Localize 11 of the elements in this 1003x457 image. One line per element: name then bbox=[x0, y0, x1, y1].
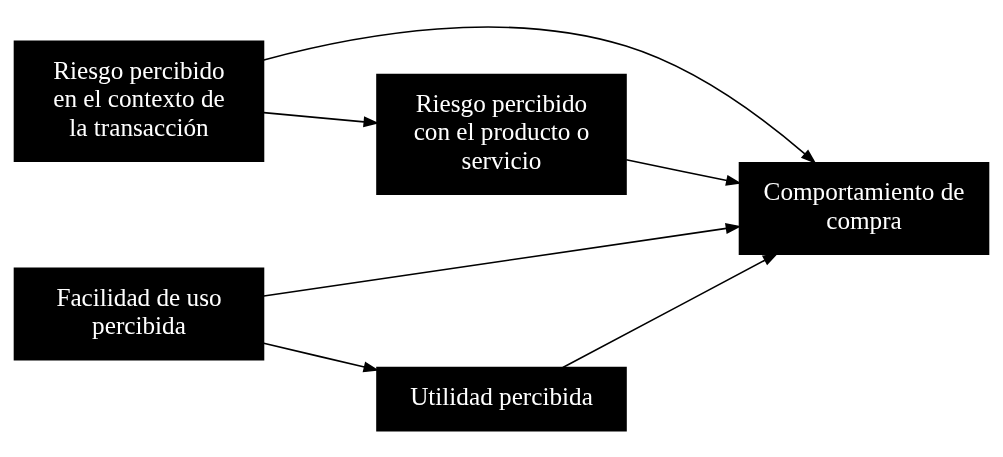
node-box: Comportamiento de compra bbox=[738, 161, 990, 255]
arrow bbox=[262, 111, 380, 128]
node-box: Facilidad de uso percibida bbox=[13, 267, 265, 361]
arrow bbox=[262, 342, 380, 373]
arrow bbox=[263, 223, 742, 297]
arrow bbox=[263, 26, 817, 165]
arrow bbox=[562, 253, 779, 369]
node-box: Riesgo percibido con el producto o servicio bbox=[376, 73, 627, 196]
node-box: Utilidad percibida bbox=[376, 366, 627, 432]
arrow bbox=[625, 159, 742, 186]
node-box: Riesgo percibido en el contexto de la transacción bbox=[13, 40, 265, 162]
